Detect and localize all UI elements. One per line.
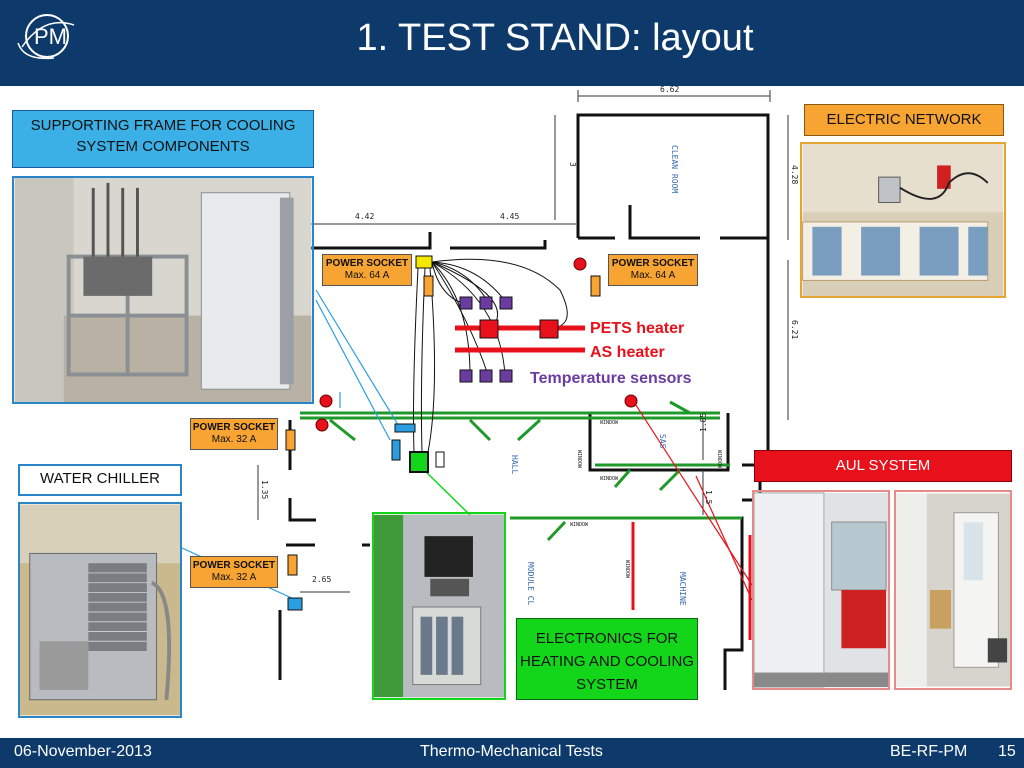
label-electric-network: ELECTRIC NETWORK [804, 104, 1004, 136]
logo-text: PM [34, 24, 67, 49]
socket-value: Max. 32 A [211, 434, 257, 445]
temperature-sensors-bottom [459, 369, 513, 383]
windows [300, 400, 742, 542]
dim-label: 4.45 [500, 212, 519, 221]
dim-label: 1.85 [699, 413, 708, 432]
power-socket-64a-right: POWER SOCKET Max. 64 A [608, 254, 698, 286]
room-label-module: MODULE CL [526, 562, 535, 606]
room-label-hall: HALL [510, 455, 519, 474]
window-label: WINDOW [624, 560, 630, 579]
red-connectors [633, 401, 753, 601]
page-title: 1. TEST STAND: layout [356, 17, 754, 59]
footer-page-number: 15 [998, 743, 1016, 760]
wires [413, 258, 568, 453]
socket-title: POWER SOCKET [611, 258, 695, 269]
power-socket-32a-lower: POWER SOCKET Max. 32 A [190, 556, 278, 588]
dim-label: 3 [568, 162, 577, 167]
pm-logo-icon: PM [17, 14, 75, 60]
pets-heater-block [479, 319, 499, 339]
socket-title: POWER SOCKET [325, 258, 409, 269]
socket-value: Max. 64 A [344, 270, 390, 281]
dimension-lines [257, 90, 789, 593]
dim-label: 6.62 [660, 85, 679, 94]
power-socket-32a-upper: POWER SOCKET Max. 32 A [190, 418, 278, 450]
dim-label: 1.35 [260, 480, 269, 499]
dim-label: 4.42 [355, 212, 374, 221]
temperature-sensors-top [459, 296, 513, 310]
label-electronics: ELECTRONICS FOR HEATING AND COOLING SYST… [516, 618, 698, 700]
photo-supporting-frame [12, 176, 314, 404]
pets-heater-block [539, 319, 559, 339]
dim-label: 4.28 [790, 165, 799, 184]
label-aul-system: AUL SYSTEM [754, 450, 1012, 482]
window-label: WINDOW [570, 522, 589, 528]
green-connector [421, 467, 471, 516]
window-label: WINDOW [600, 476, 619, 482]
photo-aul-system-left [752, 490, 890, 690]
socket-value: Max. 32 A [211, 572, 257, 583]
photo-electronics [372, 512, 506, 700]
legend-as-heater: AS heater [590, 344, 665, 361]
dim-label: 2.65 [312, 575, 331, 584]
socket-value: Max. 64 A [630, 270, 676, 281]
dim-label: 6.21 [790, 320, 799, 339]
socket-title: POWER SOCKET [192, 422, 276, 433]
walls [278, 113, 770, 690]
dim-label: 1.5 [704, 490, 713, 505]
window-label: WINDOW [576, 450, 582, 469]
slide-header: PM 1. TEST STAND: layout [0, 0, 1024, 86]
label-supporting-frame: SUPPORTING FRAME FOR COOLING SYSTEM COMP… [12, 110, 314, 168]
slide-footer: 06-November-2013 Thermo-Mechanical Tests… [0, 738, 1024, 768]
label-water-chiller: WATER CHILLER [18, 464, 182, 496]
room-label-clean-room: CLEAN ROOM [670, 145, 679, 193]
room-label-sas: SAS [658, 434, 667, 449]
socket-title: POWER SOCKET [192, 560, 276, 571]
footer-date: 06-November-2013 [14, 743, 152, 760]
photo-aul-system-right [894, 490, 1012, 690]
legend-pets-heater: PETS heater [590, 320, 685, 337]
footer-title: Thermo-Mechanical Tests [420, 743, 603, 760]
room-label-machine: MACHINE [678, 572, 687, 606]
legend-temperature-sensors: Temperature sensors [530, 370, 692, 387]
photo-electric-network [800, 142, 1006, 298]
power-socket-64a-left: POWER SOCKET Max. 64 A [322, 254, 412, 286]
window-label: WINDOW [600, 420, 619, 426]
footer-group: BE-RF-PM [890, 743, 968, 760]
window-label: WINDOW [716, 450, 722, 469]
photo-water-chiller [18, 502, 182, 718]
